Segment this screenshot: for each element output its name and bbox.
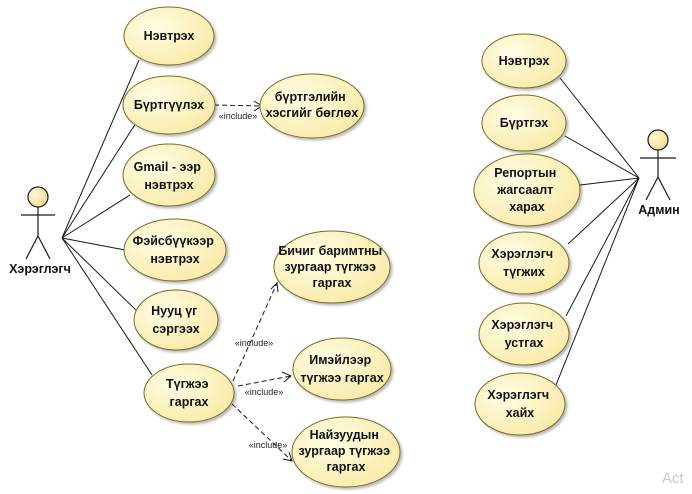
assoc-user-login (61, 59, 140, 239)
usecase-user-gmail-login[interactable]: Gmail - ээр нэвтрэх (122, 143, 216, 207)
usecase-shape (133, 289, 219, 351)
usecase-shape (122, 143, 216, 207)
usecase-label: Нэвтрэх (499, 54, 550, 68)
include-topup-friendphoto (231, 403, 293, 462)
usecase-label: Фэйсбүүкээр нэвтрэх (133, 234, 218, 266)
usecase-admin-register[interactable]: Бүртгэх (481, 94, 567, 152)
usecase-label: Түгжээ гаргах (166, 377, 212, 409)
usecase-shape (259, 73, 365, 139)
assoc-admin-report (579, 177, 640, 186)
usecase-fill-registration[interactable]: бүртгэлийн хэсгийг бөглөх (259, 73, 365, 139)
usecase-label: Найзуудын зургаар түгжээ гаргах (299, 428, 394, 474)
usecase-label: Хэрэглэгч устгах (491, 318, 556, 350)
use-cases: Нэвтрэх Бүртгүүлэх бүртгэлийн хэсгийг бө… (122, 6, 581, 488)
assoc-user-facebook (61, 237, 126, 251)
assoc-user-topup (61, 237, 153, 376)
usecase-label: Нэвтрэх (144, 29, 195, 43)
assoc-user-register (61, 122, 137, 239)
include-label-4: «include» (249, 440, 288, 450)
actor-right-leg-icon (37, 235, 51, 260)
usecase-shape (273, 230, 391, 304)
arrowhead-topup-friendphoto (282, 451, 293, 462)
usecase-admin-view-report[interactable]: Репортын жагсаалт харах (473, 153, 581, 227)
usecase-label: бүртгэлийн хэсгийг бөглөх (266, 90, 359, 120)
arrowhead-topup-docphoto (270, 281, 279, 293)
activation-watermark: Act (662, 470, 685, 487)
usecase-admin-login[interactable]: Нэвтрэх (481, 33, 567, 89)
actor-user-label: Хэрэглэгч (9, 262, 71, 276)
actor-head-icon (647, 129, 669, 151)
assoc-admin-register (564, 135, 640, 179)
actor-left-leg-icon (645, 176, 659, 201)
actor-user[interactable]: Хэрэглэгч (9, 186, 71, 276)
include-label-3: «include» (245, 387, 284, 397)
usecase-label: Нууц үг сэргээх (151, 304, 201, 336)
assoc-admin-search (555, 177, 640, 386)
actor-right-leg-icon (657, 176, 671, 201)
usecase-shape (291, 416, 401, 488)
usecase-user-issue-lock[interactable]: Түгжээ гаргах (143, 363, 235, 423)
include-topup-docphoto (232, 282, 278, 382)
usecase-shape (473, 153, 581, 227)
usecase-lock-by-friends-photo[interactable]: Найзуудын зургаар түгжээ гаргах (291, 416, 401, 488)
usecase-user-facebook-login[interactable]: Фэйсбүүкээр нэвтрэх (123, 218, 227, 282)
usecase-label: Имэйлээр түгжээ гаргах (300, 353, 383, 385)
admin-associations (555, 77, 640, 386)
usecase-label: Бичиг баримтны зургаар түгжээ гаргах (278, 244, 385, 290)
usecase-lock-by-document-photo[interactable]: Бичиг баримтны зургаар түгжээ гаргах (273, 230, 391, 304)
arrowhead-topup-email (281, 371, 292, 383)
usecase-shape (481, 33, 567, 89)
usecase-label: Репортын жагсаалт харах (494, 166, 559, 214)
assoc-user-resetpw (61, 237, 141, 315)
actor-admin-label: Админ (638, 203, 679, 217)
assoc-user-gmail (61, 194, 131, 239)
usecase-user-login[interactable]: Нэвтрэх (123, 6, 215, 66)
usecase-shape (122, 75, 216, 135)
actor-left-leg-icon (25, 235, 39, 260)
usecase-label: Бүртгүүлэх (134, 98, 204, 112)
include-topup-email (237, 375, 292, 387)
usecase-label: Gmail - ээр нэвтрэх (134, 160, 205, 192)
usecase-shape (123, 218, 227, 282)
usecase-admin-lock-user[interactable]: Хэрэглэгч түгжих (478, 231, 570, 295)
include-register-fillform (213, 104, 263, 107)
actor-head-icon (27, 186, 49, 208)
usecase-label: Хэрэглэгч хайх (487, 388, 552, 420)
usecase-label: Бүртгэх (500, 116, 548, 130)
include-label-1: «include» (219, 111, 258, 121)
usecase-shape (143, 363, 235, 423)
usecase-shape (123, 6, 215, 66)
usecase-user-reset-password[interactable]: Нууц үг сэргээх (133, 289, 219, 351)
usecase-label: Хэрэглэгч түгжих (491, 247, 556, 279)
usecase-admin-search-user[interactable]: Хэрэглэгч хайх (474, 372, 566, 436)
assoc-admin-delete (565, 177, 640, 317)
actor-admin[interactable]: Админ (638, 129, 680, 217)
usecase-shape (478, 302, 570, 366)
usecase-shape (481, 94, 567, 152)
include-label-2: «include» (235, 338, 274, 348)
assoc-admin-lock (567, 177, 640, 245)
usecase-shape (478, 231, 570, 295)
usecase-admin-delete-user[interactable]: Хэрэглэгч устгах (478, 302, 570, 366)
usecase-shape (474, 372, 566, 436)
usecase-lock-by-email[interactable]: Имэйлээр түгжээ гаргах (292, 337, 392, 401)
usecase-shape (292, 337, 392, 401)
usecase-user-register[interactable]: Бүртгүүлэх (122, 75, 216, 135)
user-associations (61, 59, 153, 376)
assoc-admin-login (559, 77, 640, 179)
